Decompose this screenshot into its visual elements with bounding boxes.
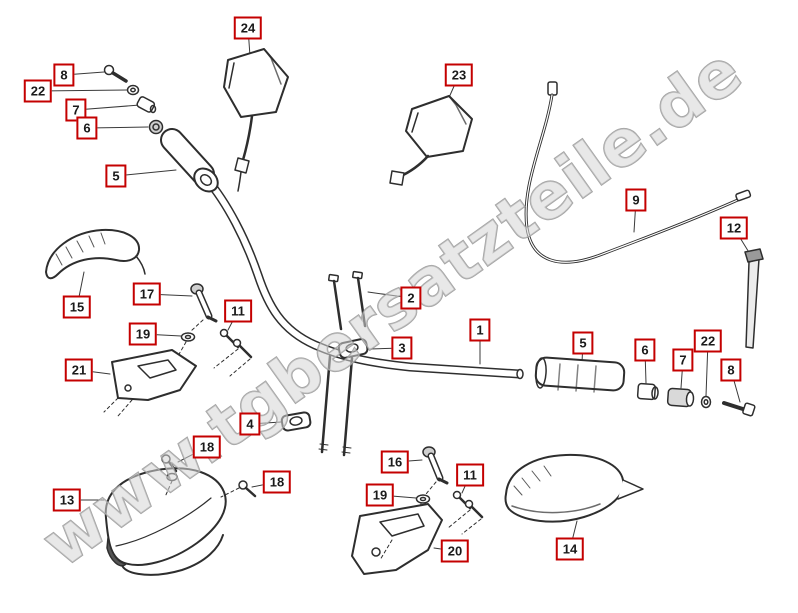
leader-line-5-left	[115, 169, 177, 177]
leader-line-19-right	[379, 494, 417, 499]
leader-line-12	[733, 227, 751, 255]
leader-line-18-right	[251, 481, 278, 488]
leader-line-11-right	[461, 474, 471, 494]
leader-line-19-left	[142, 333, 182, 337]
grip-right	[534, 356, 626, 393]
screws-11-left	[213, 328, 253, 377]
washer-19-left	[177, 319, 204, 357]
watermark: www.tgbersatzteile.de	[30, 34, 757, 582]
leader-line-17	[146, 293, 193, 297]
leader-line-7-right	[680, 359, 684, 389]
clamp-bolts-upper	[328, 270, 367, 331]
leader-line-16	[394, 459, 423, 463]
handlebar-tube	[201, 173, 524, 380]
mirror-right	[389, 95, 473, 186]
mirror-left	[223, 48, 289, 192]
leader-line-24	[247, 27, 251, 57]
guard-bracket-left	[103, 349, 197, 417]
leader-line-8-top	[63, 71, 105, 76]
guard-bracket-right	[351, 503, 443, 575]
hand-guard-upper-left	[45, 228, 146, 280]
spacer-small	[636, 382, 659, 401]
screws-11-right	[447, 490, 484, 535]
leader-line-8-right	[730, 369, 741, 403]
grip-left	[160, 128, 219, 193]
washer-right	[700, 395, 712, 409]
leader-line-6-top	[86, 126, 149, 129]
leader-line-22-top	[37, 89, 128, 92]
bar-clamp-upper	[337, 338, 369, 359]
leader-line-22-right	[705, 340, 709, 397]
cable-guide-strip	[744, 248, 764, 349]
leader-line-14	[569, 520, 578, 550]
throttle-cable	[524, 81, 752, 264]
leader-line-20	[433, 547, 456, 552]
bolt-right	[722, 401, 756, 417]
spacer-large	[666, 387, 695, 408]
hand-guard-lower-left	[104, 467, 227, 576]
lever-left	[190, 283, 218, 323]
lever-right	[422, 446, 449, 485]
leader-line-11-left	[227, 310, 239, 331]
bar-end-fasteners	[103, 64, 164, 135]
leader-line-9	[633, 199, 637, 233]
screw-18-right	[220, 480, 257, 498]
leader-line-21	[78, 369, 111, 375]
screw-18-upper	[161, 454, 178, 498]
hand-guard-lower-right	[504, 453, 644, 523]
leader-line-7-top	[75, 104, 141, 111]
leader-line-15	[76, 271, 85, 308]
bar-clamp-lower	[280, 354, 354, 457]
leader-line-6-right	[644, 349, 647, 384]
